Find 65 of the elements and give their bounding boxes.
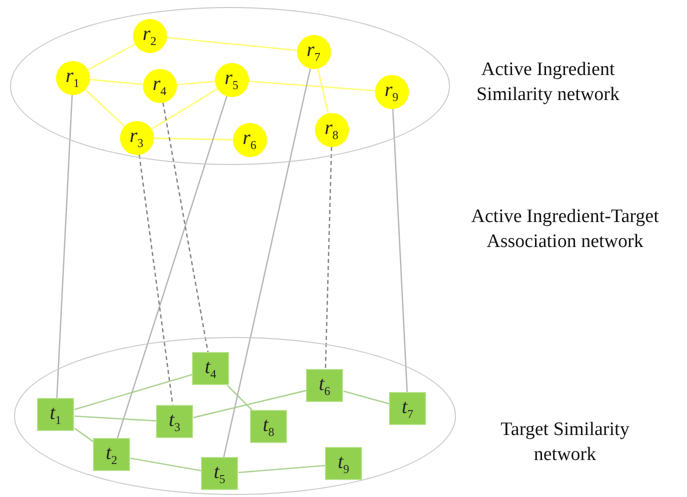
connector-line xyxy=(176,80,216,86)
connector-line xyxy=(90,78,144,86)
connector-line xyxy=(227,385,253,411)
node-label: r$_{5}$ xyxy=(224,68,238,91)
node-label: r$_{4}$ xyxy=(152,74,166,97)
node-label: t$_{2}$ xyxy=(106,443,118,466)
connector-line xyxy=(74,415,157,422)
network-caption: Target Similarity network xyxy=(500,418,630,467)
connector-line xyxy=(238,464,326,474)
node-label: r$_{2}$ xyxy=(142,24,156,47)
node-label: r$_{8}$ xyxy=(324,118,338,141)
connector-line xyxy=(248,80,376,92)
ingredient-node xyxy=(120,120,154,154)
ingredient-node xyxy=(214,62,248,96)
target-node xyxy=(156,405,193,438)
connector-line xyxy=(74,374,193,410)
ingredient-node xyxy=(232,122,266,156)
node-label: r$_{9}$ xyxy=(384,80,398,103)
node-label: t$_{6}$ xyxy=(318,374,330,397)
connector-line xyxy=(74,428,94,442)
connector-line xyxy=(392,108,408,393)
connector-line xyxy=(154,138,234,140)
connector-line xyxy=(138,154,174,406)
ingredient-node xyxy=(374,74,408,108)
node-label: r$_{1}$ xyxy=(66,66,80,89)
node-label: t$_{5}$ xyxy=(214,462,226,485)
node-label: t$_{4}$ xyxy=(204,357,216,380)
node-label: t$_{9}$ xyxy=(338,452,350,475)
node-label: r$_{7}$ xyxy=(306,40,320,63)
network-ellipse xyxy=(10,7,450,165)
ingredient-node xyxy=(314,112,348,146)
target-node xyxy=(306,369,343,402)
target-node xyxy=(192,352,229,385)
connector-line xyxy=(84,89,126,127)
target-node xyxy=(389,392,426,425)
connector-line xyxy=(56,94,73,399)
connector-line xyxy=(317,68,329,114)
connector-line xyxy=(193,390,307,418)
ingredient-node xyxy=(132,18,166,52)
target-node xyxy=(201,457,238,490)
target-node xyxy=(325,447,362,480)
connector-line xyxy=(116,96,228,439)
network-caption: Active Ingredient-Target Association network xyxy=(470,205,660,254)
ingredient-node xyxy=(142,68,176,102)
node-label: r$_{3}$ xyxy=(130,126,144,149)
connector-line xyxy=(166,37,298,51)
connector-line xyxy=(162,102,209,353)
node-label: r$_{6}$ xyxy=(242,128,256,151)
target-node xyxy=(93,438,130,471)
target-node xyxy=(37,398,74,431)
node-label: t$_{8}$ xyxy=(262,415,274,438)
connector-line xyxy=(88,44,136,70)
network-caption: Active Ingredient Similarity network xyxy=(475,58,620,107)
connector-line xyxy=(130,458,202,472)
connector-line xyxy=(151,88,218,130)
node-label: t$_{1}$ xyxy=(50,403,62,426)
node-label: t$_{7}$ xyxy=(402,397,414,420)
connector-line xyxy=(223,68,311,458)
network-ellipse xyxy=(14,337,456,495)
node-label: t$_{3}$ xyxy=(168,410,180,433)
connector-line xyxy=(324,146,332,370)
ingredient-node xyxy=(56,60,90,94)
target-node xyxy=(250,410,287,443)
connector-line xyxy=(343,390,390,404)
ingredient-node xyxy=(296,34,330,68)
